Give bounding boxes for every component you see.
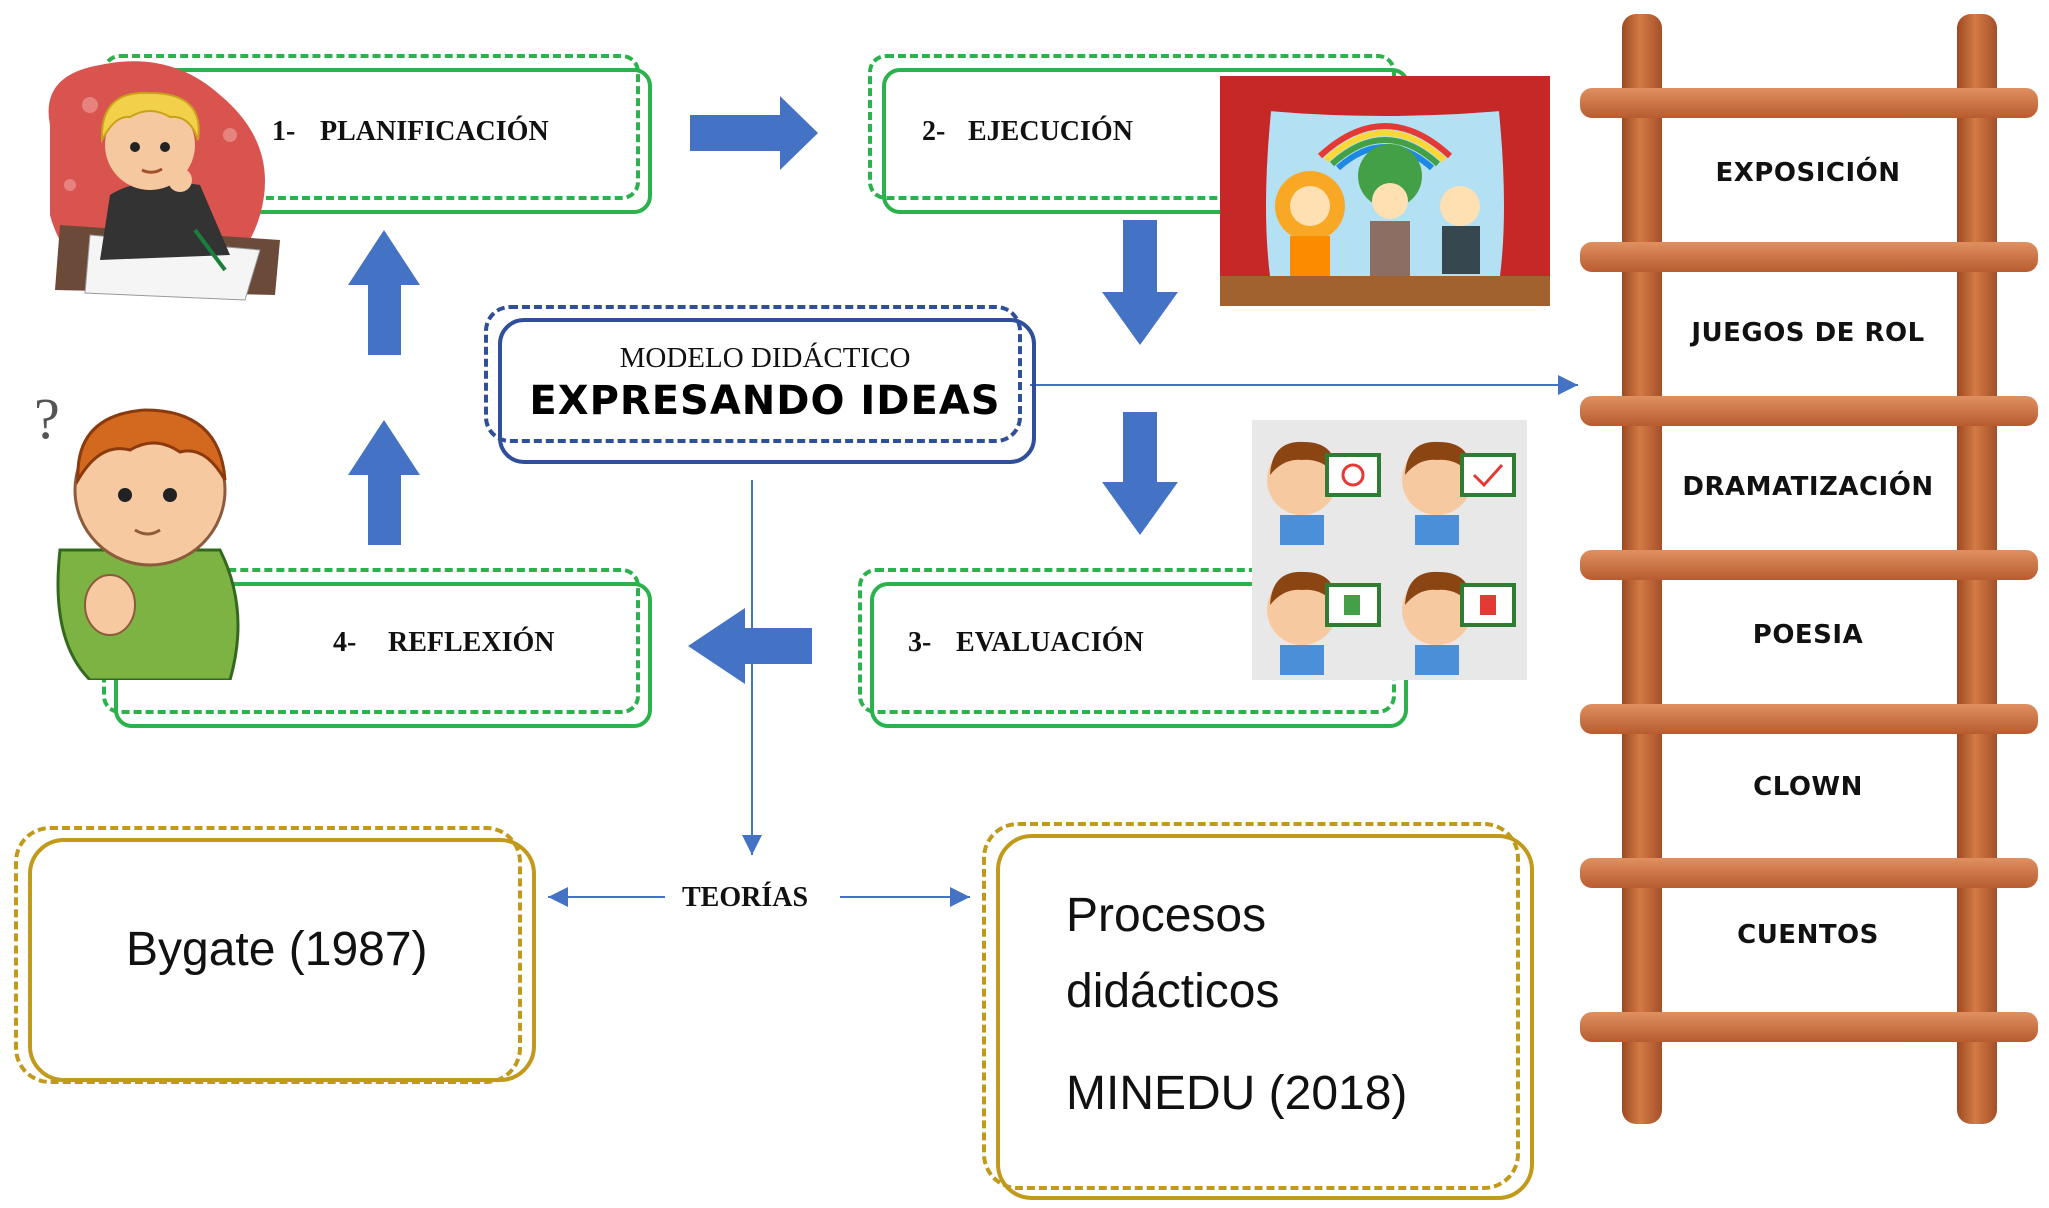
theory-left-dashed-frame [14,826,522,1084]
theory-right-line-2: didácticos [1066,965,1280,1018]
theory-right-line-1: Procesos [1066,889,1267,942]
ladder-rung-label: EXPOSICIÓN [1715,158,1901,188]
ladder-rung-label: CUENTOS [1737,920,1879,950]
ladder-rung-label: CLOWN [1753,772,1863,802]
ladder-rung-label: DRAMATIZACIÓN [1682,472,1934,502]
arrow-down-icon [1102,220,1178,345]
model-title-small: MODELO DIDÁCTICO [619,342,911,374]
ladder-rung-label: POESIA [1752,620,1864,650]
theory-right-dashed-frame [982,822,1520,1190]
question-mark-icon: ? [34,386,60,451]
step-3-number: 3- [908,627,932,658]
arrow-right-icon [690,96,818,170]
step-4-label: REFLEXIÓN [388,627,555,658]
arrow-left-icon [688,608,812,684]
step-1-number: 1- [272,116,296,147]
model-title-big: EXPRESANDO IDEAS [529,378,1001,424]
step-3-label: EVALUACIÓN [956,627,1144,658]
step-2-number: 2- [922,116,946,147]
step-2-label: EJECUCIÓN [968,116,1133,147]
theory-left-text: Bygate (1987) [126,923,428,976]
model-box [498,318,1036,464]
arrow-up-icon [348,420,420,545]
evaluation-kids-illustration [1252,420,1527,680]
step-1-label: PLANIFICACIÓN [320,116,549,147]
arrow-up-icon-2 [348,230,420,355]
theory-right-line-3: MINEDU (2018) [1066,1067,1408,1120]
reflection-boy-illustration [56,408,240,680]
planning-boy-illustration [48,61,280,301]
ladder-rung-label: JUEGOS DE ROL [1691,318,1925,348]
theory-left-box [28,838,536,1082]
theories-label: TEORÍAS [682,882,809,913]
theater-stage-illustration [1220,76,1550,306]
step-4-number: 4- [333,627,357,658]
model-dashed-frame [484,305,1022,443]
arrow-down-icon-2 [1102,412,1178,535]
theory-right-box [996,834,1534,1200]
